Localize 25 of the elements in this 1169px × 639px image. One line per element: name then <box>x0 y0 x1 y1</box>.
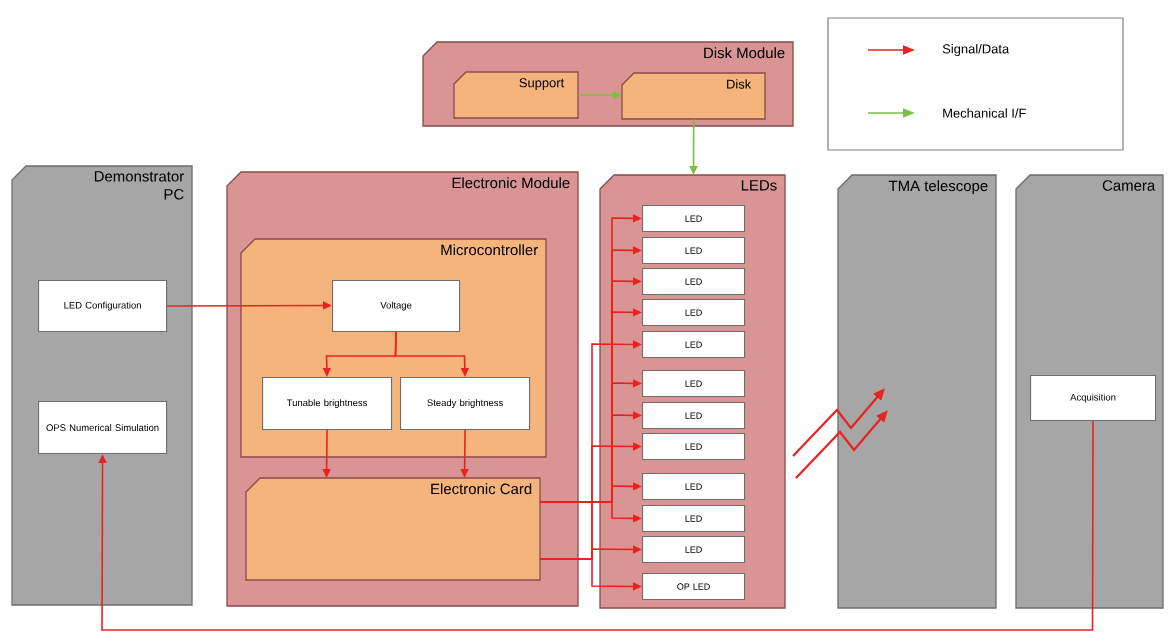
function-box: Voltage <box>332 280 461 333</box>
function-box: LED <box>642 370 746 398</box>
component-panel: Disk <box>621 72 766 120</box>
function-box: LED <box>642 205 746 233</box>
function-box: LED <box>642 505 746 533</box>
function-box: LED <box>642 268 746 296</box>
legend-label: Signal/Data <box>942 43 1010 57</box>
function-box: LED Configuration <box>38 280 168 333</box>
legend-label: Mechanical I/F <box>943 108 1026 118</box>
function-box: LED <box>642 433 746 461</box>
function-box: Tunable brightness <box>262 377 393 431</box>
component-panel: Support <box>453 71 579 119</box>
function-box: LED <box>642 237 746 265</box>
function-box: LED <box>642 536 746 564</box>
function-box: LED <box>642 402 746 430</box>
function-box: LED <box>642 299 746 327</box>
function-box: LED <box>642 331 746 359</box>
component-panel: Electronic Card <box>245 477 541 581</box>
arrow <box>98 420 1094 631</box>
function-box: OP LED <box>642 573 746 601</box>
module-panel: TMA telescope <box>837 174 997 609</box>
function-box: Acquisition <box>1030 375 1157 422</box>
function-box: OPS Numerical Simulation <box>38 401 168 455</box>
function-box: LED <box>642 473 746 501</box>
function-box: Steady brightness <box>400 377 531 431</box>
